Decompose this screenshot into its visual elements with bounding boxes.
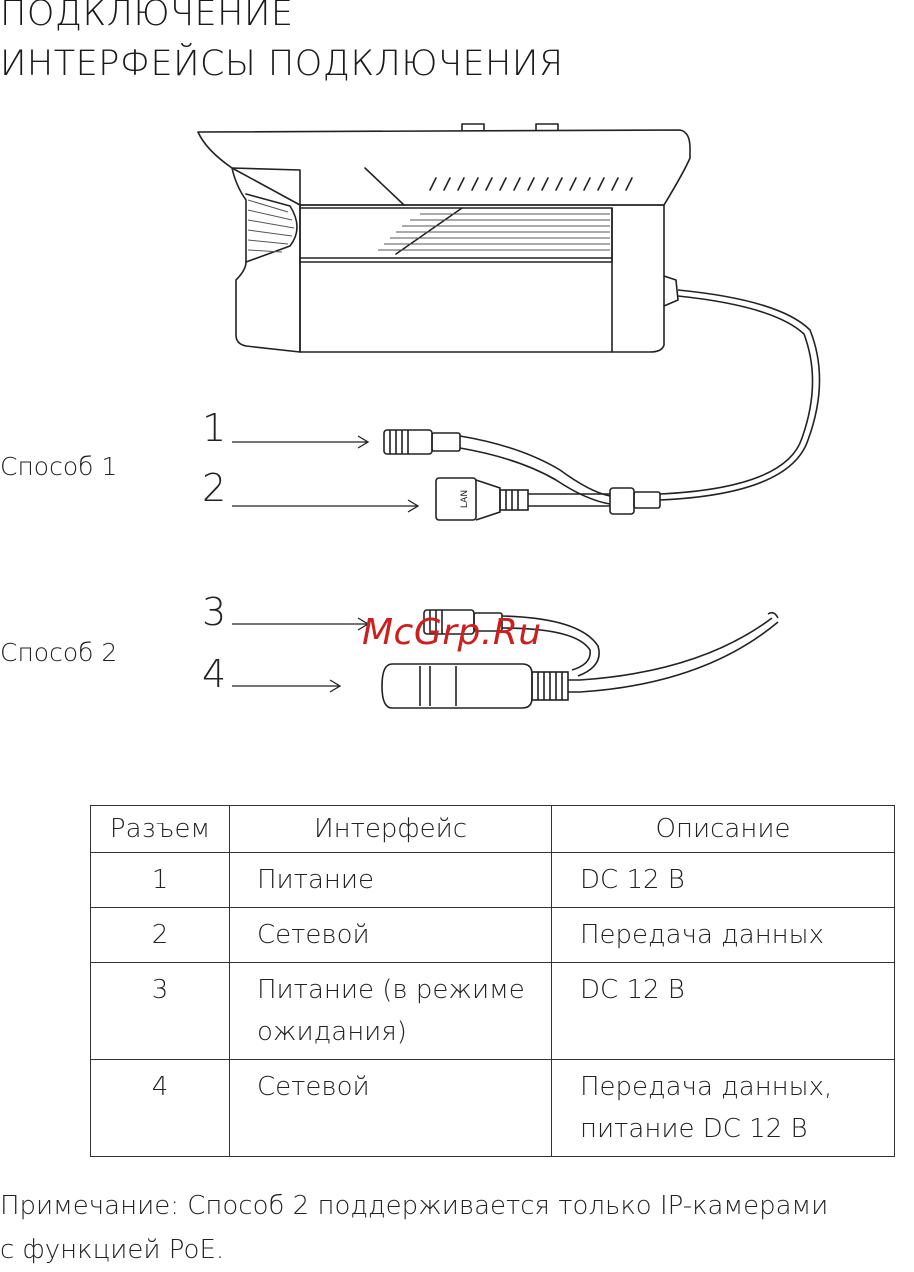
camera-front bbox=[232, 168, 300, 352]
table-row: 1 Питание DC 12 В bbox=[91, 853, 895, 908]
camera-cable bbox=[660, 290, 820, 500]
cell-interface: Питание (в режиме ожидания) bbox=[230, 963, 552, 1060]
cell-connector: 4 bbox=[91, 1060, 230, 1157]
camera-cable-gland bbox=[664, 276, 678, 306]
method-2-label: Способ 2 bbox=[0, 638, 117, 667]
arrow-4 bbox=[232, 680, 340, 692]
footnote-line-2: с функцией PoE. bbox=[0, 1228, 914, 1272]
camera-mount-right bbox=[536, 124, 558, 130]
rj45-lan-connector-2 bbox=[436, 478, 476, 520]
table-row: 2 Сетевой Передача данных bbox=[91, 908, 895, 963]
callout-1: 1 bbox=[202, 406, 226, 450]
header-description: Описание bbox=[552, 806, 895, 853]
cell-connector: 1 bbox=[91, 853, 230, 908]
header-connector: Разъем bbox=[91, 806, 230, 853]
table-row: 3 Питание (в режиме ожидания) DC 12 В bbox=[91, 963, 895, 1060]
cell-description: DC 12 В bbox=[552, 853, 895, 908]
camera-mount-left bbox=[462, 124, 484, 130]
cell-connector: 2 bbox=[91, 908, 230, 963]
cell-interface: Питание bbox=[230, 853, 552, 908]
header-interface: Интерфейс bbox=[230, 806, 552, 853]
cell-interface: Сетевой bbox=[230, 908, 552, 963]
footnote-line-1: Примечание: Способ 2 поддерживается толь… bbox=[0, 1184, 914, 1228]
camera-body bbox=[300, 205, 664, 352]
footnote: Примечание: Способ 2 поддерживается толь… bbox=[0, 1184, 914, 1272]
cell-description: Передача данных, питание DC 12 В bbox=[552, 1060, 895, 1157]
table-header-row: Разъем Интерфейс Описание bbox=[91, 806, 895, 853]
callout-4: 4 bbox=[202, 652, 226, 696]
interfaces-table: Разъем Интерфейс Описание 1 Питание DC 1… bbox=[90, 805, 895, 1157]
arrow-1 bbox=[232, 436, 368, 448]
poe-network-connector-4 bbox=[382, 664, 532, 708]
lan-label: LAN bbox=[460, 490, 470, 508]
cell-connector: 3 bbox=[91, 963, 230, 1060]
camera-hood bbox=[198, 130, 690, 205]
cell-description: Передача данных bbox=[552, 908, 895, 963]
watermark: McGrp.Ru bbox=[362, 612, 542, 653]
method-1-label: Способ 1 bbox=[0, 452, 117, 481]
camera-connection-diagram: LAN bbox=[0, 0, 914, 780]
cell-description: DC 12 В bbox=[552, 963, 895, 1060]
arrow-3 bbox=[232, 618, 368, 630]
callout-2: 2 bbox=[202, 466, 226, 510]
table-row: 4 Сетевой Передача данных, питание DC 12… bbox=[91, 1060, 895, 1157]
cell-interface: Сетевой bbox=[230, 1060, 552, 1157]
arrow-2 bbox=[232, 500, 418, 512]
callout-3: 3 bbox=[202, 590, 226, 634]
